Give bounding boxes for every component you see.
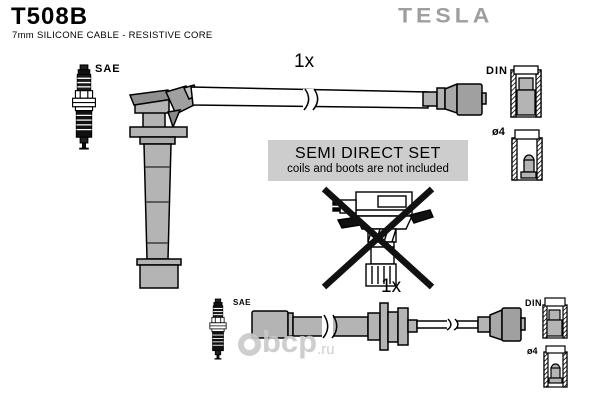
notice-box: SEMI DIRECT SET coils and boots are not … xyxy=(268,140,468,181)
din-terminal-section-bottom xyxy=(542,297,568,339)
distributor-connector-bottom xyxy=(477,307,526,342)
watermark-name: bcp xyxy=(262,324,318,359)
watermark-tld: .ru xyxy=(317,341,335,358)
cable-spec: 7mm SILICONE CABLE - RESISTIVE CORE xyxy=(12,30,213,41)
watermark-ring-icon xyxy=(238,333,261,356)
notice-subtitle: coils and boots are not included xyxy=(287,163,449,175)
distributor-connector-top xyxy=(422,82,487,116)
coil-boot-illustration-top xyxy=(128,84,201,289)
din-terminal-section-top xyxy=(510,65,542,118)
d4-terminal-section-top xyxy=(511,129,543,181)
d4-terminal-section-bottom xyxy=(543,345,568,388)
notice-title: SEMI DIRECT SET xyxy=(295,145,441,162)
sae-label-bottom: SAE xyxy=(233,298,251,307)
brand-logo: TESLA xyxy=(398,3,494,27)
quantity-label-bottom: 1x xyxy=(381,276,402,297)
din-label-bottom: DIN xyxy=(525,298,542,308)
ignition-cable-bottom xyxy=(251,302,479,351)
ignition-cable-top xyxy=(190,86,429,111)
part-number: T508B xyxy=(11,3,89,30)
diameter-label-bottom: ø4 xyxy=(527,346,538,356)
din-label-top: DIN xyxy=(486,65,508,77)
spark-plug-icon-top xyxy=(71,64,97,150)
watermark: bcp .ru xyxy=(238,324,335,359)
sae-label-top: SAE xyxy=(95,63,121,75)
crossed-out-coil-illustration xyxy=(321,186,435,290)
quantity-label-top: 1x xyxy=(294,51,315,72)
diameter-label-top: ø4 xyxy=(492,126,505,138)
not-included-cross-icon xyxy=(321,186,435,290)
spark-plug-icon-bottom xyxy=(209,298,227,360)
